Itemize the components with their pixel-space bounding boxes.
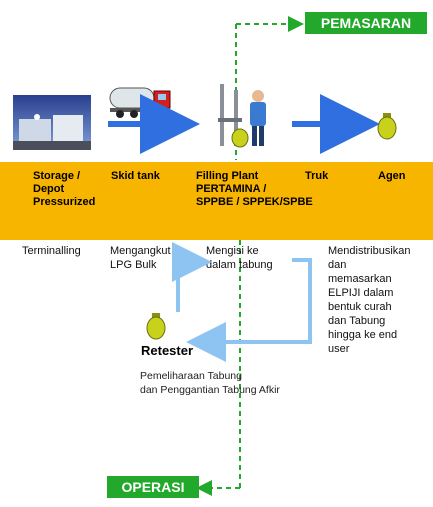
desc-filling-plant: Mengisi ke dalam tabung [206,245,273,271]
retester-label: Retester [141,343,194,358]
operasi-label: OPERASI [107,476,199,498]
desc-storage: Terminalling [22,245,81,257]
stage-agen: Agen [378,170,406,182]
flow-arrows [108,94,380,154]
retester-cylinder-icon [146,313,166,340]
stage-truk: Truk [305,170,329,182]
desc-agen: Mendistribusikan dan memasarkan ELPIJI d… [328,245,411,355]
retester-description: Pemeliharaan Tabung dan Penggantian Tabu… [140,370,280,396]
stage-filling-plant: Filling Plant PERTAMINA / SPPBE / SPPEK/… [196,170,313,208]
stage-skid-tank: Skid tank [111,170,160,182]
stage-storage: Storage / Depot Pressurized [33,170,96,208]
storage-depot-photo [13,95,91,150]
filling-plant-worker-icon [218,84,266,148]
stage-band [0,162,433,240]
pemasaran-label: PEMASARAN [305,12,427,34]
desc-skid-tank: Mengangkut LPG Bulk [110,245,171,271]
